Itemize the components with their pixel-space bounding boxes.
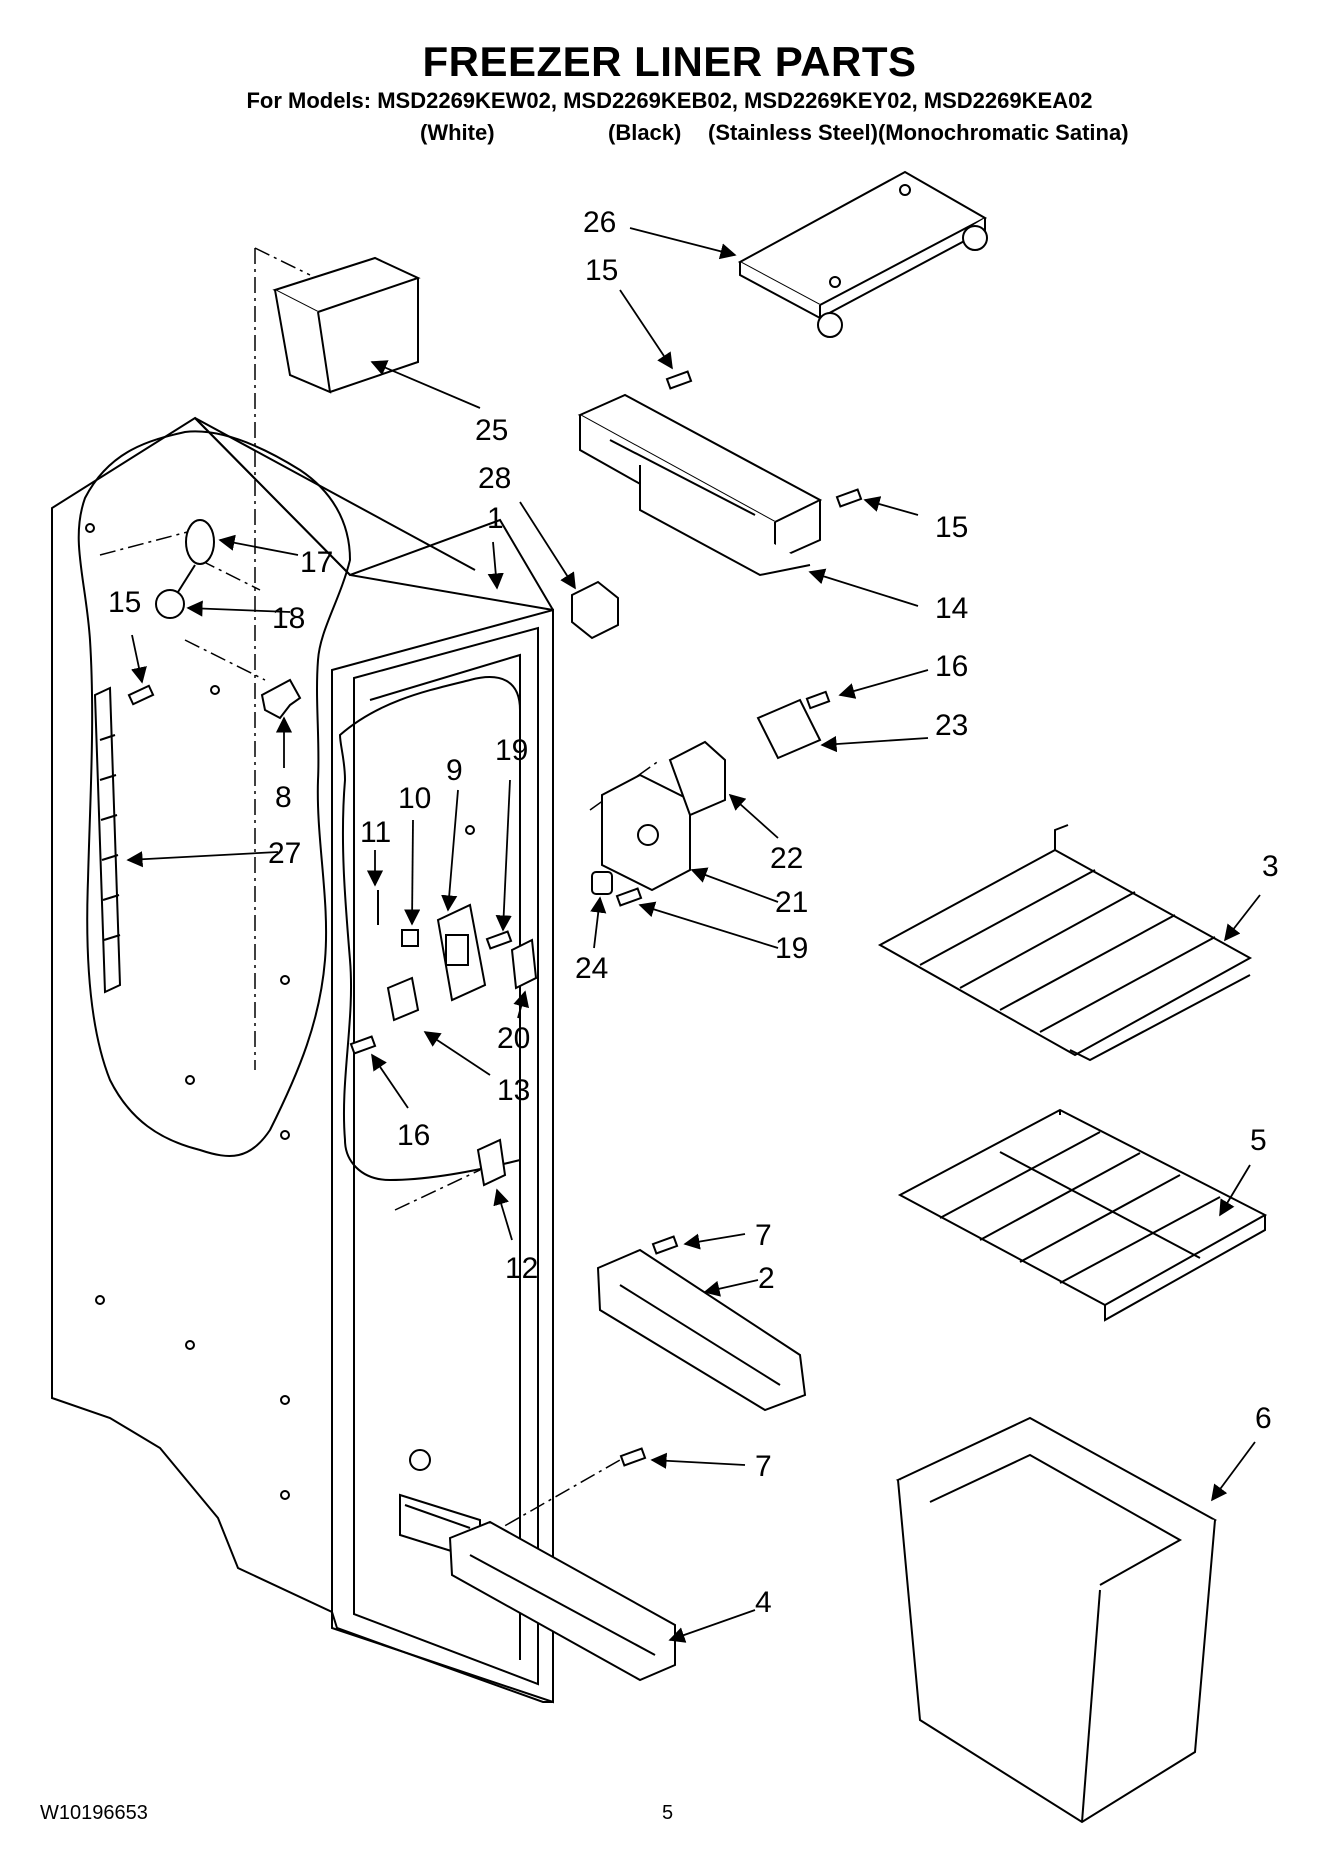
callout-17: 17 — [300, 546, 333, 579]
page-title: FREEZER LINER PARTS — [422, 38, 917, 85]
screw-19-a — [615, 887, 643, 907]
callout-18: 18 — [272, 602, 305, 635]
part-22-clip — [668, 740, 726, 817]
screw-15-b — [835, 488, 863, 508]
screw-15-a — [665, 370, 693, 390]
callout-9: 9 — [446, 754, 463, 787]
models-line: For Models: MSD2269KEW02, MSD2269KEB02, … — [246, 88, 1093, 113]
part-23-board — [756, 698, 822, 760]
callout-14: 14 — [935, 592, 968, 625]
finish-stainless-satina: (Stainless Steel)(Monochromatic Satina) — [708, 120, 1129, 145]
screw-7-a — [651, 1235, 679, 1255]
callout-7-lower: 7 — [755, 1450, 772, 1483]
callout-25: 25 — [475, 414, 508, 447]
callout-15-top: 15 — [585, 254, 618, 287]
part-4-rail — [448, 1520, 676, 1682]
part-9-housing — [436, 903, 487, 1002]
part-14-control-housing — [577, 393, 823, 577]
callout-19-left: 19 — [495, 734, 528, 767]
callout-11: 11 — [360, 816, 391, 849]
callout-22: 22 — [770, 842, 803, 875]
callout-5: 5 — [1250, 1124, 1267, 1157]
callout-20: 20 — [497, 1022, 530, 1055]
callout-16-right: 16 — [935, 650, 968, 683]
callout-3: 3 — [1262, 850, 1279, 883]
callout-16-lower: 16 — [397, 1119, 430, 1152]
callout-4: 4 — [755, 1586, 772, 1619]
callout-26: 26 — [583, 206, 616, 239]
callout-8: 8 — [275, 781, 292, 814]
part-20-cover — [510, 938, 538, 990]
document-number: W10196653 — [40, 1802, 148, 1824]
leader-arrows — [126, 227, 1261, 1643]
part-13-bracket — [386, 976, 420, 1022]
callout-15-right: 15 — [935, 511, 968, 544]
callout-2: 2 — [758, 1262, 775, 1295]
finish-black: (Black) — [608, 120, 682, 145]
assembly-lines — [99, 247, 661, 1541]
callout-12: 12 — [505, 1252, 538, 1285]
part-3-shelf — [877, 824, 1253, 1062]
callout-21: 21 — [775, 886, 808, 919]
part-8-bracket — [260, 678, 302, 720]
freezer-liner — [51, 416, 554, 1704]
callout-24: 24 — [575, 952, 608, 985]
callout-labels: 26 15 25 28 1 17 15 18 15 14 8 16 23 11 … — [108, 206, 1279, 1619]
part-27-rail — [93, 686, 122, 994]
callout-28: 28 — [478, 462, 511, 495]
finish-white: (White) — [420, 120, 495, 145]
screw-16-b — [349, 1035, 377, 1055]
screw-16-a — [805, 690, 831, 710]
part-2-rail — [596, 1248, 807, 1412]
callout-6: 6 — [1255, 1402, 1272, 1435]
callout-23: 23 — [935, 709, 968, 742]
part-18-bulb — [155, 564, 196, 619]
part-12-switch — [476, 1138, 507, 1187]
callout-13: 13 — [497, 1074, 530, 1107]
page-number: 5 — [662, 1802, 674, 1824]
part-24-knob — [591, 871, 613, 895]
part-21-control-plate — [601, 773, 691, 892]
part-5-wire-shelf — [897, 1108, 1268, 1322]
screw-7-b — [619, 1447, 647, 1467]
part-26-hinge-cover — [737, 170, 988, 338]
callout-1: 1 — [487, 502, 504, 535]
callout-15-left: 15 — [108, 586, 141, 619]
part-10-sensor — [401, 929, 419, 947]
screw-19-b — [485, 930, 513, 950]
callout-27: 27 — [268, 837, 301, 870]
callout-7-upper: 7 — [755, 1219, 772, 1252]
part-6-bin — [895, 1416, 1217, 1824]
callout-10: 10 — [398, 782, 431, 815]
part-25-cover — [272, 256, 421, 394]
callout-19-right: 19 — [775, 932, 808, 965]
part-28-clip — [571, 580, 619, 640]
screw-15-c — [127, 684, 155, 706]
part-17-socket — [185, 519, 215, 565]
